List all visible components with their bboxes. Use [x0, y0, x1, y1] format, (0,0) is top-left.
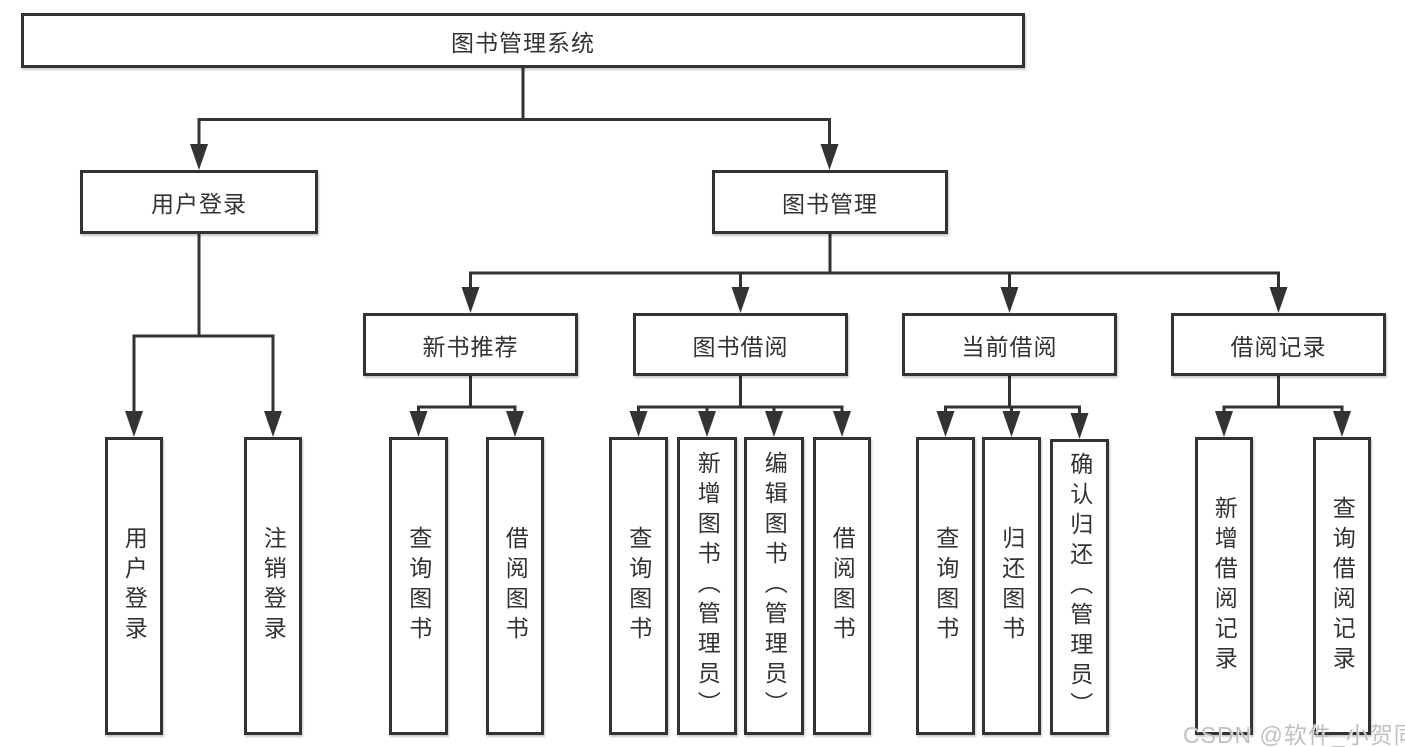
node-current-borrow: 当前借阅	[902, 313, 1117, 376]
leaf-label: 查询图书	[625, 526, 652, 646]
connector-book-management-to-level3	[461, 234, 1288, 313]
leaf-label: 借阅图书	[502, 526, 529, 646]
node-label: 新书推荐	[422, 333, 519, 360]
leaf-label: 确认归还（管理员）	[1066, 452, 1093, 722]
node-user-login: 用户登录	[80, 170, 318, 234]
leaf-label: 查询图书	[932, 526, 959, 646]
leaf-label: 用户登录	[121, 526, 148, 646]
connector-root-to-level2	[190, 68, 839, 170]
node-book-borrow: 图书借阅	[633, 313, 848, 376]
leaf-add-borrow-record: 新增借阅记录	[1195, 437, 1253, 735]
leaf-label: 查询图书	[405, 526, 432, 646]
leaf-add-books-admin: 新增图书（管理员）	[677, 437, 737, 735]
csdn-watermark: CSDN @软件_小贺同学	[1183, 722, 1405, 747]
leaf-recommend-query-books: 查询图书	[389, 437, 448, 735]
leaf-label: 新增图书（管理员）	[694, 451, 721, 721]
leaf-query-borrow-record: 查询借阅记录	[1313, 437, 1371, 735]
leaf-confirm-return-admin: 确认归还（管理员）	[1050, 439, 1109, 735]
node-label: 用户登录	[151, 191, 247, 217]
leaf-recommend-borrow-books: 借阅图书	[486, 437, 544, 735]
node-library-management-system: 图书管理系统	[21, 13, 1025, 68]
node-label: 图书借阅	[692, 333, 789, 360]
leaf-label: 注销登录	[260, 526, 287, 646]
connector-borrow-records-to-leaves	[1215, 376, 1351, 437]
leaf-borrow-query-books: 查询图书	[609, 437, 668, 735]
leaf-return-books: 归还图书	[982, 437, 1041, 735]
node-new-book-recommend: 新书推荐	[363, 313, 578, 376]
node-label: 图书管理系统	[451, 29, 595, 56]
connector-current-borrow-to-leaves	[936, 376, 1089, 439]
leaf-label: 编辑图书（管理员）	[761, 451, 788, 721]
leaf-current-query-books: 查询图书	[916, 437, 975, 735]
leaf-label: 查询借阅记录	[1329, 496, 1356, 676]
connector-user-login-to-leaves	[125, 234, 282, 437]
node-label: 借阅记录	[1230, 333, 1327, 360]
node-label: 当前借阅	[961, 333, 1058, 360]
leaf-edit-books-admin: 编辑图书（管理员）	[744, 437, 804, 735]
node-book-management: 图书管理	[712, 170, 948, 234]
leaf-logout: 注销登录	[244, 437, 302, 735]
leaf-label: 新增借阅记录	[1211, 496, 1238, 676]
leaf-label: 借阅图书	[829, 526, 856, 646]
connector-new-book-recommend-to-leaves	[409, 376, 524, 437]
connector-book-borrow-to-leaves	[629, 376, 851, 437]
node-label: 图书管理	[782, 191, 878, 217]
leaf-label: 归还图书	[998, 526, 1025, 646]
node-borrow-records: 借阅记录	[1171, 313, 1386, 376]
leaf-borrow-books: 借阅图书	[813, 437, 871, 735]
leaf-user-login: 用户登录	[105, 437, 163, 735]
